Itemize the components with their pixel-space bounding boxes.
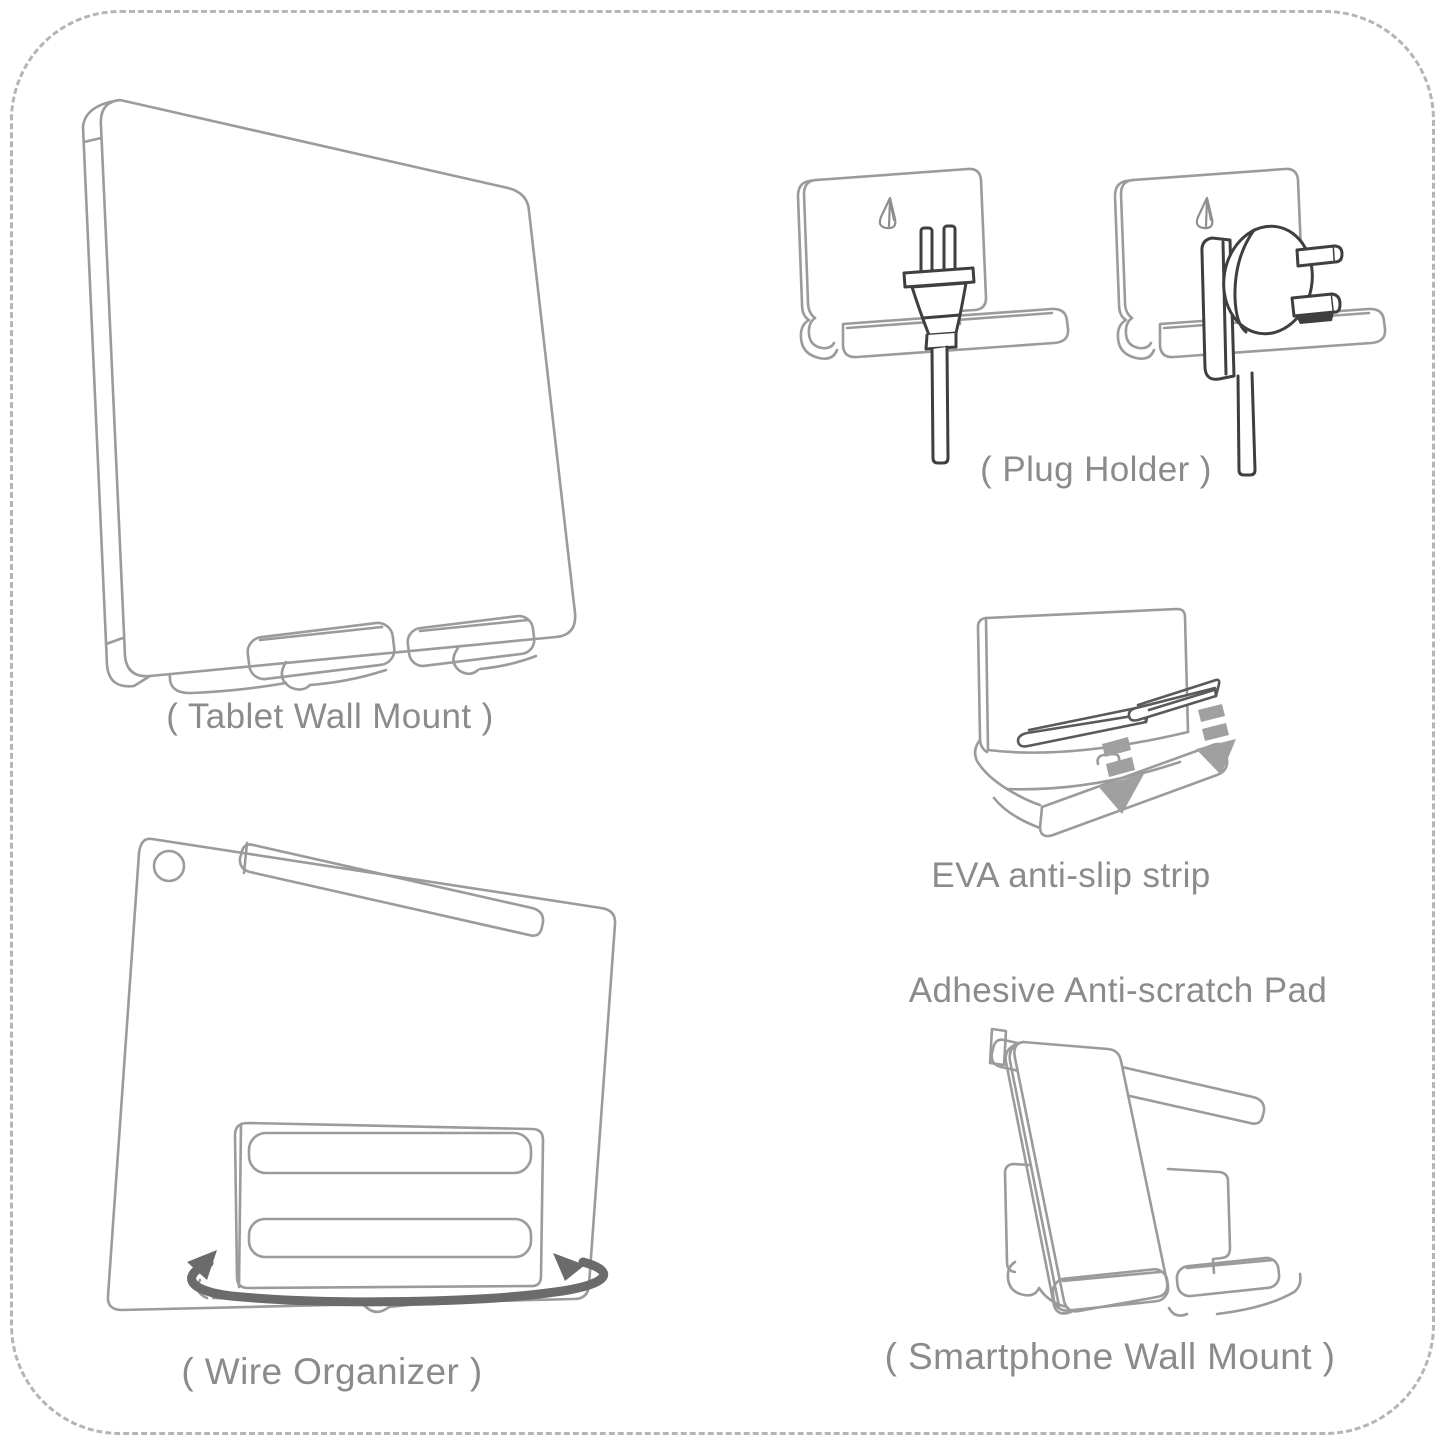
plug-holder-3pin-illustration bbox=[1113, 167, 1387, 477]
anti-scratch-pad-label: Adhesive Anti-scratch Pad bbox=[908, 971, 1328, 1010]
drip-icon bbox=[878, 196, 897, 230]
plug-holder-2pin-illustration bbox=[796, 167, 1070, 465]
wire-organizer-illustration bbox=[106, 837, 617, 1314]
camera-hole bbox=[152, 849, 186, 883]
tablet-wall-mount-section bbox=[70, 78, 615, 708]
insert-arrow-icon bbox=[1098, 737, 1144, 814]
smartphone-wall-mount-label: ( Smartphone Wall Mount ) bbox=[884, 1336, 1336, 1377]
eva-strip-illustration bbox=[973, 607, 1236, 838]
plug-holder-label: ( Plug Holder ) bbox=[980, 450, 1212, 489]
tablet-wall-mount-label: ( Tablet Wall Mount ) bbox=[166, 697, 494, 736]
three-pin-plug bbox=[1200, 224, 1344, 477]
wrap-arrow-icon bbox=[187, 1250, 609, 1307]
smartphone-wall-mount-illustration bbox=[988, 1027, 1302, 1317]
tablet-wall-mount-illustration bbox=[81, 98, 577, 695]
smartphone-wall-mount-section bbox=[955, 1016, 1305, 1331]
drip-icon bbox=[1195, 196, 1214, 230]
two-pin-plug bbox=[902, 224, 976, 465]
wire-organizer-section bbox=[95, 830, 705, 1360]
wire-organizer-label: ( Wire Organizer ) bbox=[181, 1351, 483, 1392]
eva-strip-section bbox=[950, 602, 1236, 847]
plug-holder-3pin-section bbox=[1092, 152, 1392, 477]
plug-holder-2pin-section bbox=[775, 152, 1075, 472]
eva-strip-label: EVA anti-slip strip bbox=[931, 856, 1211, 895]
eva-strips bbox=[1016, 678, 1221, 748]
insert-arrow-icon bbox=[1196, 704, 1236, 775]
